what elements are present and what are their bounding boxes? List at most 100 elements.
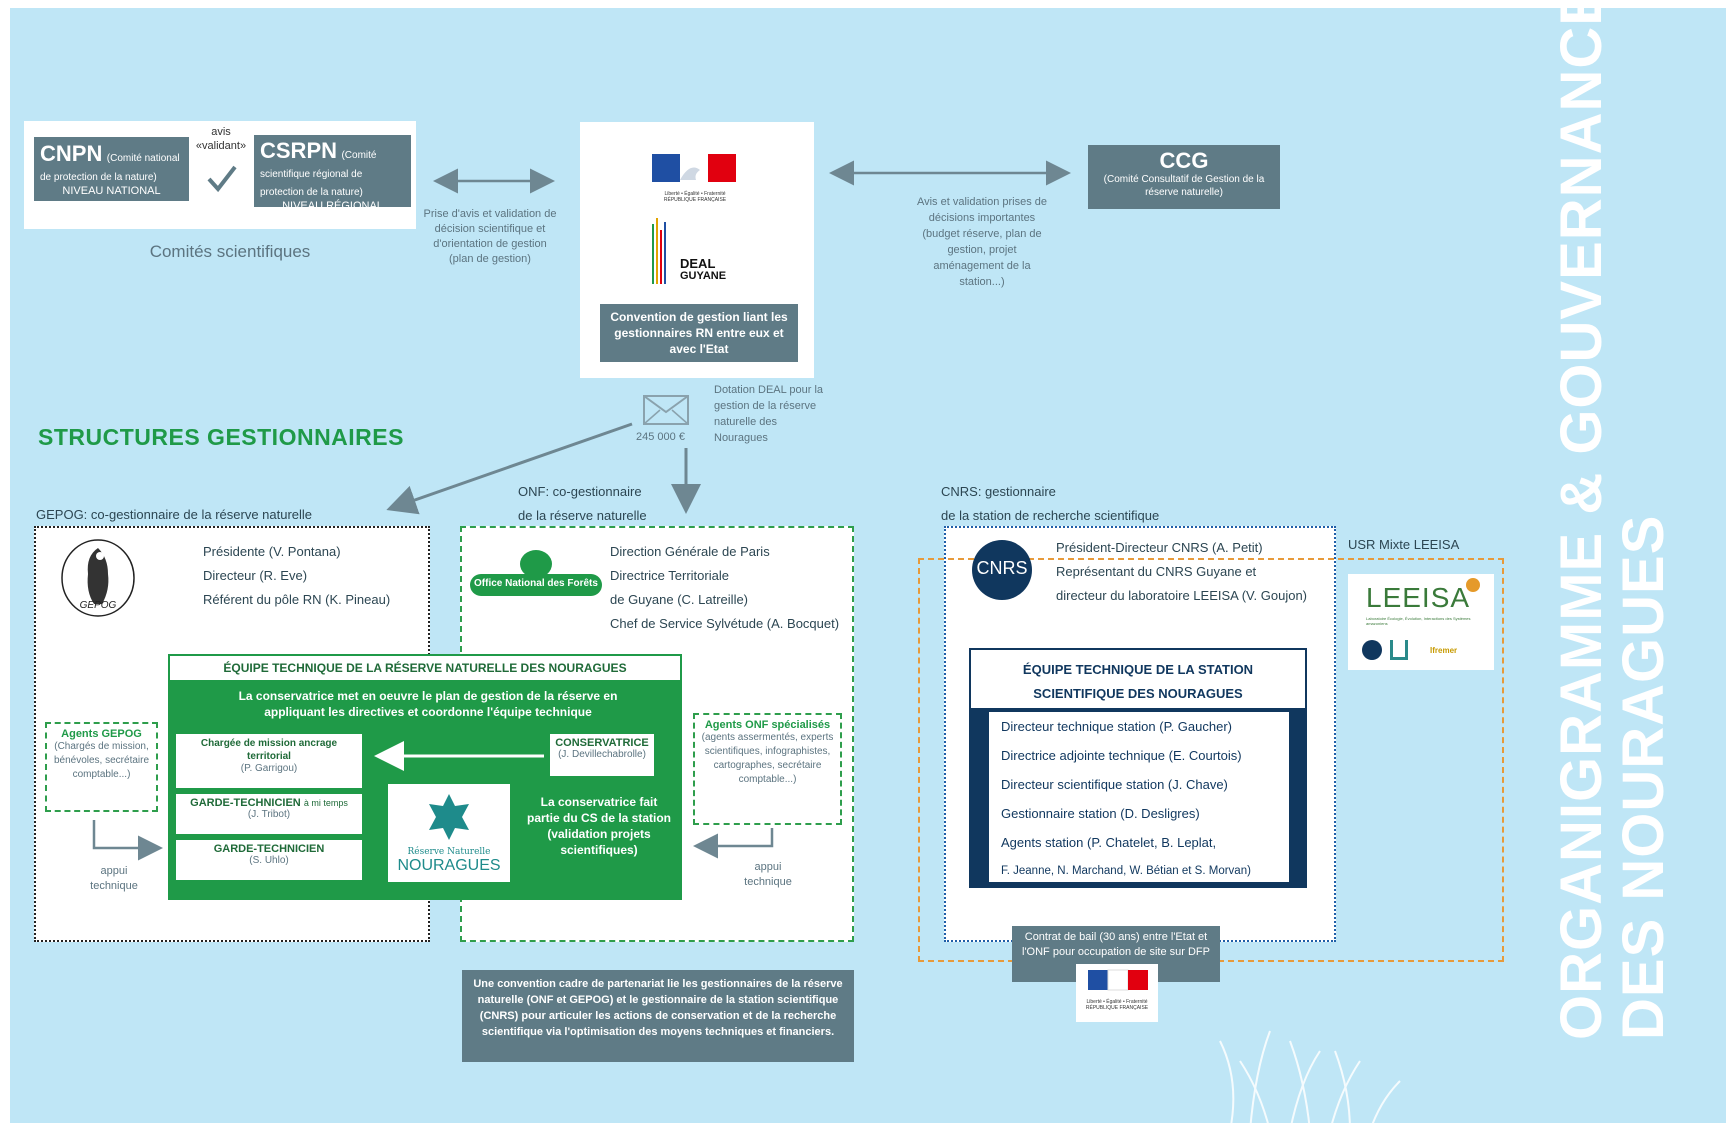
gepog-logo: GEPOG (56, 534, 140, 624)
cnrs-label-line1: CNRS: gestionnaire (941, 484, 1056, 499)
onf-logo-text: Office National des Forêts (474, 578, 598, 589)
leeisa-subtitle: Laboratoire Écologie, Évolution, Interac… (1366, 616, 1471, 626)
station-staff-item: Agents station (P. Chatelet, B. Leplat, (1001, 835, 1217, 850)
chargee-mission-name: (P. Garrigou) (240, 763, 298, 774)
structures-title: STRUCTURES GESTIONNAIRES (38, 424, 404, 450)
chargee-mission-title: Chargée de mission ancrage territorial (200, 738, 338, 762)
cnpn-name: CNPN (40, 141, 103, 166)
marianne-small-logo: Liberté • Égalité • Fraternité RÉPUBLIQU… (1076, 964, 1158, 1022)
garde-technicien-1-note: à mi temps (303, 798, 348, 808)
gepog-people: Présidente (V. Pontana) Directeur (R. Ev… (203, 540, 390, 612)
onf-person: Directrice Territoriale (610, 568, 729, 583)
garde-technicien-1-box: GARDE-TECHNICIEN à mi temps (J. Tribot) (176, 794, 362, 834)
comites-scientifiques-box: CNPN (Comité national de protection de l… (24, 121, 416, 229)
marianne-small-label: Liberté • Égalité • Fraternité RÉPUBLIQU… (1085, 999, 1149, 1011)
cnrs-person: Représentant du CNRS Guyane et (1056, 564, 1257, 579)
checkmark-icon (204, 161, 240, 197)
cnrs-label-line2: de la station de recherche scientifique (941, 508, 1160, 523)
cnpn-level: NIVEAU NATIONAL (62, 185, 161, 197)
ug-logo (1390, 640, 1408, 660)
avis-validant-label: avis «validant» (195, 126, 247, 152)
arrow-onf-appui (693, 828, 774, 859)
equipe-rn-intro: La conservatrice met en oeuvre le plan d… (238, 689, 618, 719)
agents-onf-desc: (agents assermentés, experts scientifiqu… (701, 732, 834, 785)
cnrs-person: directeur du laboratoire LEEISA (V. Gouj… (1056, 588, 1307, 603)
cnrs-people: Président-Directeur CNRS (A. Petit) Repr… (1056, 536, 1307, 608)
ccg-box: CCG (Comité Consultatif de Gestion de la… (1088, 145, 1280, 209)
onf-label: ONF: co-gestionnaire de la réserve natur… (518, 480, 647, 528)
deal-region: GUYANE (680, 270, 727, 282)
nouragues-logo-top: Réserve Naturelle (407, 847, 491, 857)
ifremer-logo: Ifremer (1430, 646, 1458, 655)
garde-technicien-2-title: GARDE-TECHNICIEN (213, 843, 325, 855)
chargee-mission-box: Chargée de mission ancrage territorial (… (176, 734, 362, 788)
nouragues-logo-bottom: NOURAGUES (397, 857, 501, 874)
marianne-logo: Liberté • Égalité • Fraternité RÉPUBLIQU… (650, 152, 740, 203)
dotation-text: Dotation DEAL pour la gestion de la rése… (714, 384, 824, 444)
grass-decoration (1219, 1030, 1401, 1131)
cnrs-small-logo (1362, 640, 1382, 660)
arrow-left-caption: Prise d'avis et validation de décision s… (423, 208, 557, 265)
agents-gepog-desc: (Chargés de mission, bénévoles, secrétai… (53, 741, 150, 780)
garde-technicien-2-name: (S. Uhlo) (249, 855, 289, 866)
arrow-right-caption: Avis et validation prises de décisions i… (916, 196, 1048, 288)
ccg-name: CCG (1159, 148, 1209, 173)
onf-person: de Guyane (C. Latreille) (610, 592, 749, 607)
station-staff-item: Directeur scientifique station (J. Chave… (1001, 777, 1228, 792)
arrow-dotation-gepog (386, 422, 633, 515)
gepog-person: Présidente (V. Pontana) (203, 544, 341, 559)
onf-person: Chef de Service Sylvétude (A. Bocquet) (610, 616, 840, 631)
cnrs-person: Président-Directeur CNRS (A. Petit) (1056, 540, 1263, 555)
cnrs-label: CNRS: gestionnaire de la station de rech… (941, 480, 1159, 528)
cnpn-box: CNPN (Comité national de protection de l… (34, 137, 189, 201)
dotation-amount: 245 000 € (636, 431, 685, 443)
leeisa-logo-box: LEEISA Laboratoire Écologie, Évolution, … (1348, 574, 1494, 670)
agents-gepog-box: Agents GEPOG (Chargés de mission, bénévo… (45, 722, 158, 812)
conservatrice-name: (J. Devillechabrolle) (558, 749, 646, 760)
comites-caption: Comités scientifiques (149, 242, 311, 261)
deal-name: DEAL (680, 256, 716, 271)
convention-cadre-box: Une convention cadre de partenariat lie … (462, 970, 854, 1062)
agents-gepog-title: Agents GEPOG (61, 728, 142, 740)
onf-label-line1: ONF: co-gestionnaire (518, 484, 642, 499)
gepog-appui-label: appui technique (90, 865, 138, 892)
station-staff-item: Directeur technique station (P. Gaucher) (1001, 719, 1232, 734)
leeisa-logo-text: LEEISA (1366, 582, 1471, 613)
cnpn-desc: (Comité national de protection de la nat… (40, 153, 180, 183)
agents-onf-box: Agents ONF spécialisés (agents asserment… (693, 713, 842, 825)
leeisa-logo-dot (1466, 578, 1480, 592)
conservatrice-cs-text: La conservatrice fait partie du CS de la… (526, 795, 672, 857)
csrpn-level: NIVEAU RÉGIONAL (282, 200, 383, 212)
nouragues-logo: Réserve Naturelle NOURAGUES (388, 784, 510, 882)
csrpn-name: CSRPN (260, 138, 338, 163)
garde-technicien-2-box: GARDE-TECHNICIEN (S. Uhlo) (176, 840, 362, 880)
gepog-person: Directeur (R. Eve) (203, 568, 308, 583)
cnrs-logo: CNRS (972, 540, 1032, 600)
csrpn-box: CSRPN (Comité scientifique régional de p… (254, 135, 411, 212)
deal-box: Liberté • Égalité • Fraternité RÉPUBLIQU… (580, 122, 814, 378)
station-equipe-title: ÉQUIPE TECHNIQUE DE LA STATION SCIENTIFI… (1022, 662, 1254, 701)
onf-appui-label: appui technique (744, 861, 792, 888)
onf-label-line2: de la réserve naturelle (518, 508, 647, 523)
station-staff-list: Directeur technique station (P. Gaucher)… (989, 712, 1289, 882)
gepog-logo-text: GEPOG (79, 600, 117, 611)
envelope-icon (642, 394, 690, 426)
garde-technicien-1-title: GARDE-TECHNICIEN (190, 797, 301, 809)
arrow-gepog-appui (92, 820, 163, 861)
onf-person: Direction Générale de Paris (610, 544, 770, 559)
station-equipe-box: ÉQUIPE TECHNIQUE DE LA STATION SCIENTIFI… (969, 648, 1307, 888)
rf-label: Liberté • Égalité • Fraternité RÉPUBLIQU… (663, 191, 727, 203)
agents-onf-title: Agents ONF spécialisés (704, 719, 831, 731)
onf-logo: Office National des Forêts (470, 548, 602, 600)
gepog-label: GEPOG: co-gestionnaire de la réserve nat… (36, 507, 313, 522)
station-staff-panel: Directeur technique station (P. Gaucher)… (971, 708, 1305, 886)
equipe-rn-title: ÉQUIPE TECHNIQUE DE LA RÉSERVE NATURELLE… (170, 656, 680, 680)
conservatrice-title: CONSERVATRICE (555, 737, 649, 749)
garde-technicien-1-name: (J. Tribot) (247, 809, 291, 820)
deal-logo: DEAL GUYANE (650, 214, 746, 288)
leeisa-label: USR Mixte LEEISA (1348, 537, 1460, 552)
convention-gestion-box: Convention de gestion liant les gestionn… (600, 304, 798, 362)
station-staff-item: Directrice adjointe technique (E. Courto… (1001, 748, 1242, 763)
garde-technicien-1-title-row: GARDE-TECHNICIEN à mi temps (179, 797, 359, 809)
